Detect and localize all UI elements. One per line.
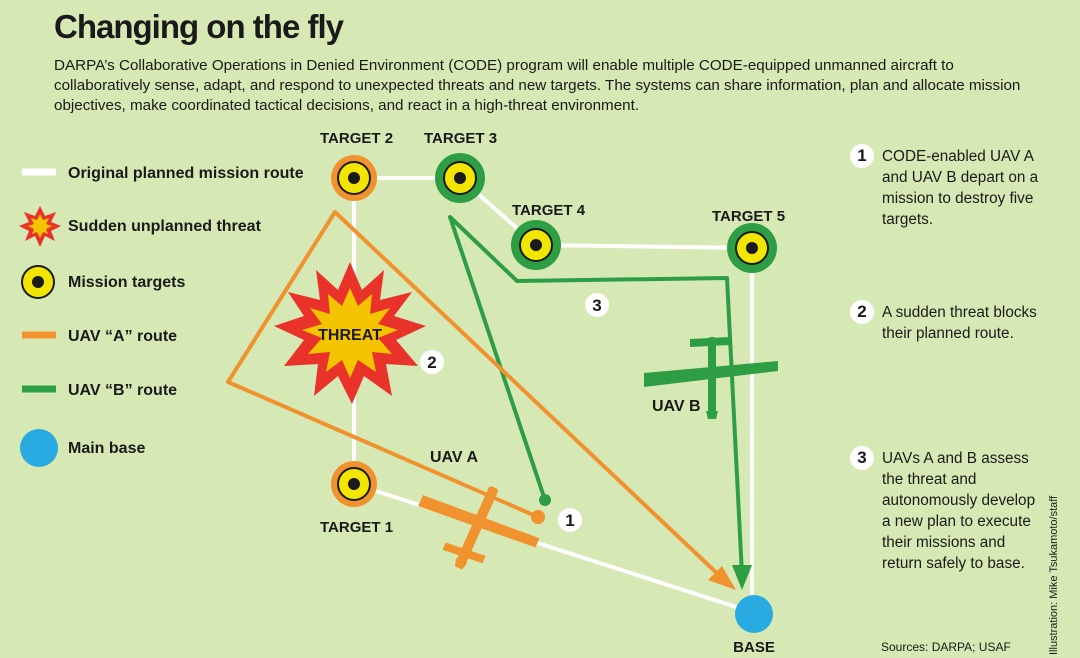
step-3-number: 3 <box>850 446 874 470</box>
target-4-label: TARGET 4 <box>512 202 586 219</box>
target-2-label: TARGET 2 <box>320 130 393 147</box>
legend-route-label: Original planned mission route <box>68 165 304 182</box>
legend-targets-label: Mission targets <box>68 274 185 291</box>
target-5-label: TARGET 5 <box>712 208 785 225</box>
svg-text:3: 3 <box>592 296 601 315</box>
legend-threat-label: Sudden unplanned threat <box>68 218 262 235</box>
threat-burst: THREAT <box>274 262 426 404</box>
target-1-marker <box>331 461 377 507</box>
legend-target-icon <box>21 265 55 299</box>
target-2-marker <box>331 155 377 201</box>
step-3-text: UAVs A and B assess the threat and auton… <box>882 450 1036 572</box>
target-3-marker <box>435 153 485 203</box>
sources-note: Sources: DARPA; USAF <box>881 640 1011 654</box>
step-1-text: CODE-enabled UAV A and UAV B depart on a… <box>882 148 1039 228</box>
target-1-label: TARGET 1 <box>320 519 393 536</box>
uav-a-label: UAV A <box>430 449 478 466</box>
target-4-marker <box>511 220 561 270</box>
marker-3: 3 <box>585 293 609 317</box>
uav-b-route <box>448 215 752 590</box>
page-title: Changing on the fly <box>54 8 344 45</box>
uav-a-aircraft <box>418 486 540 570</box>
legend-threat-icon <box>19 206 61 247</box>
svg-text:2: 2 <box>427 353 436 372</box>
marker-1: 1 <box>558 508 582 532</box>
marker-2: 2 <box>420 350 444 374</box>
intro-text: DARPA’s Collaborative Operations in Deni… <box>54 57 1021 114</box>
step-2-text: A sudden threat blocks their planned rou… <box>882 304 1037 342</box>
uav-b-label: UAV B <box>652 398 701 415</box>
uav-b-aircraft <box>644 337 778 419</box>
step-3: 3 UAVs A and B assess the threat and aut… <box>850 446 1042 574</box>
step-1: 1 CODE-enabled UAV A and UAV B depart on… <box>850 144 1052 230</box>
illustration-credit: Illustration: Mike Tsukamoto/staff <box>1048 495 1060 655</box>
step-2-number: 2 <box>850 300 874 324</box>
step-2: 2 A sudden threat blocks their planned r… <box>850 300 1042 344</box>
legend-base-label: Main base <box>68 440 145 457</box>
legend-base-icon <box>20 429 58 467</box>
legend-uav-a-label: UAV “A” route <box>68 328 177 345</box>
threat-label: THREAT <box>318 327 382 344</box>
base-marker <box>735 595 773 633</box>
uav-a-route <box>226 210 736 590</box>
legend: Original planned mission route Sudden un… <box>19 165 304 467</box>
step-1-number: 1 <box>850 144 874 168</box>
legend-uav-b-label: UAV “B” route <box>68 382 177 399</box>
base-label: BASE <box>733 639 775 656</box>
target-3-label: TARGET 3 <box>424 130 497 147</box>
svg-text:1: 1 <box>565 511 574 530</box>
target-5-marker <box>727 223 777 273</box>
